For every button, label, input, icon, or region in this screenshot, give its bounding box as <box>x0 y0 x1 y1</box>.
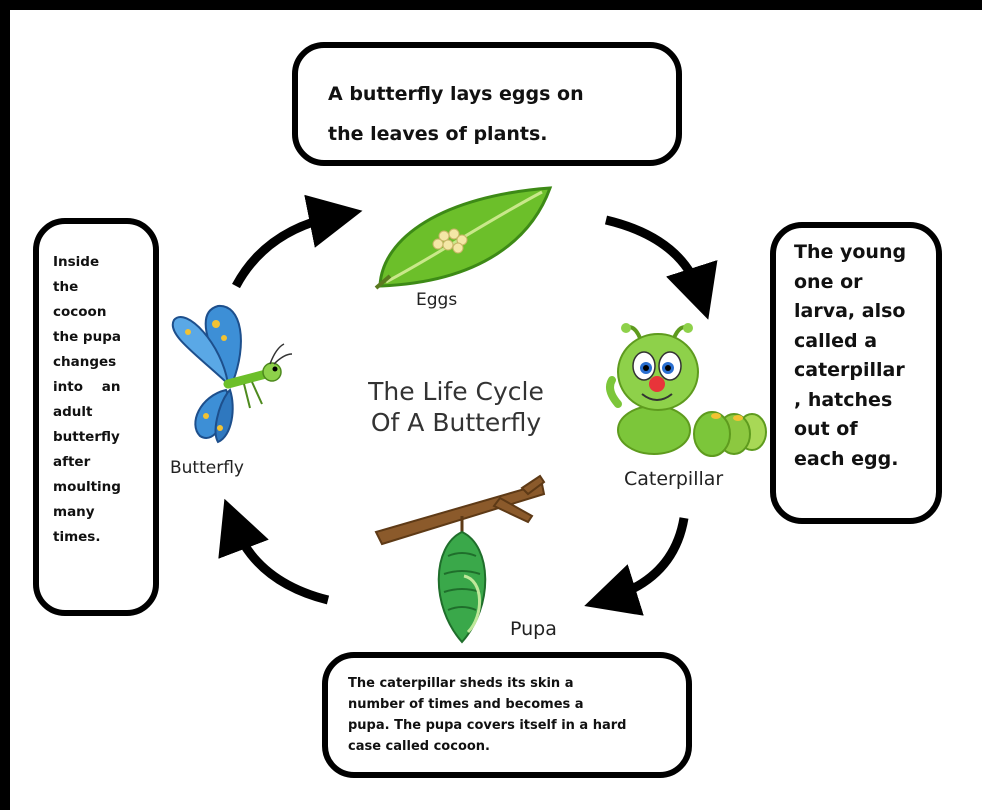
arrow-eggs-to-caterpillar <box>606 220 700 294</box>
pupa-icon <box>439 532 486 642</box>
caterpillar-icon <box>610 323 766 456</box>
leaf-eggs-illustration <box>372 178 562 290</box>
caterpillar-nose <box>649 376 665 392</box>
arrow-pupa-to-butterfly <box>234 524 328 600</box>
caterpillar-illustration <box>602 320 772 460</box>
arrow-butterfly-to-eggs <box>236 216 336 286</box>
diagram-canvas: A butterfly lays eggs on the leaves of p… <box>10 10 982 810</box>
butterfly-icon <box>173 306 292 442</box>
cycle-arrows <box>10 10 970 790</box>
butterfly-illustration <box>166 304 296 454</box>
pupa-illustration <box>372 476 552 646</box>
arrow-caterpillar-to-pupa <box>610 518 684 598</box>
